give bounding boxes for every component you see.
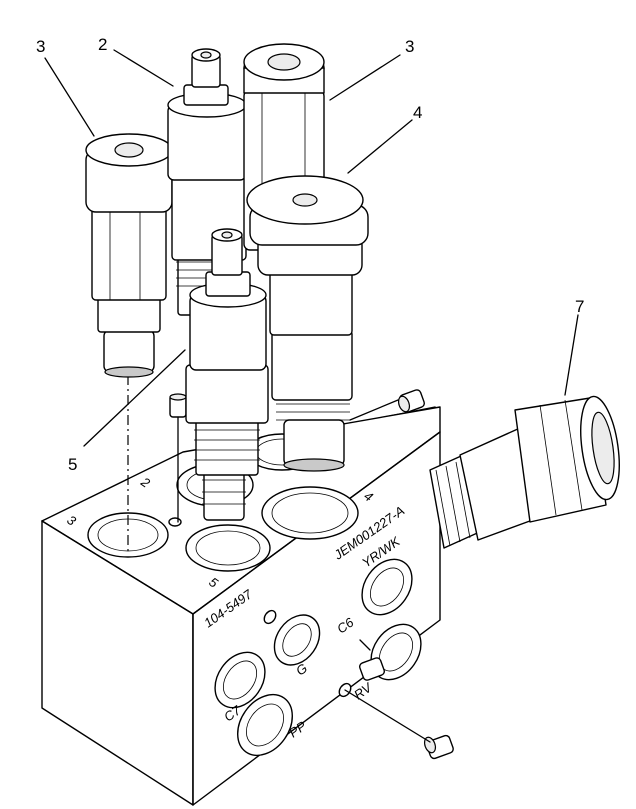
valve-left-3 <box>85 133 173 378</box>
leader-5 <box>83 349 186 447</box>
callout-3-left: 3 <box>36 37 45 56</box>
plug-small-top <box>169 393 187 418</box>
callout-4: 4 <box>413 103 422 122</box>
leader-7 <box>564 314 579 396</box>
callout-7: 7 <box>575 297 584 316</box>
valve-back-3 <box>243 43 325 251</box>
port-c7-side <box>214 651 266 709</box>
leader-2 <box>113 49 174 87</box>
leader-4 <box>347 119 413 174</box>
valve-side-7 <box>429 395 620 549</box>
plug-bottom <box>423 734 454 760</box>
port-g-side <box>273 614 321 666</box>
callout-3-right: 3 <box>405 37 414 56</box>
port-4-top <box>261 486 359 540</box>
plug-top-right <box>397 389 425 413</box>
callout-2: 2 <box>98 35 107 54</box>
port-pp-side <box>237 693 293 757</box>
valve-right-4 <box>246 175 369 472</box>
port-c6-side <box>361 558 413 616</box>
valve-front-5 <box>185 228 269 521</box>
port-5-top <box>185 524 271 572</box>
leader-3-right <box>329 54 401 101</box>
leader-3-left <box>44 57 95 137</box>
callout-5: 5 <box>68 455 77 474</box>
plug-mid <box>359 657 385 681</box>
side-ports <box>214 501 481 757</box>
callouts: 3 2 3 4 5 7 <box>36 35 584 474</box>
leader-lines <box>44 49 579 447</box>
